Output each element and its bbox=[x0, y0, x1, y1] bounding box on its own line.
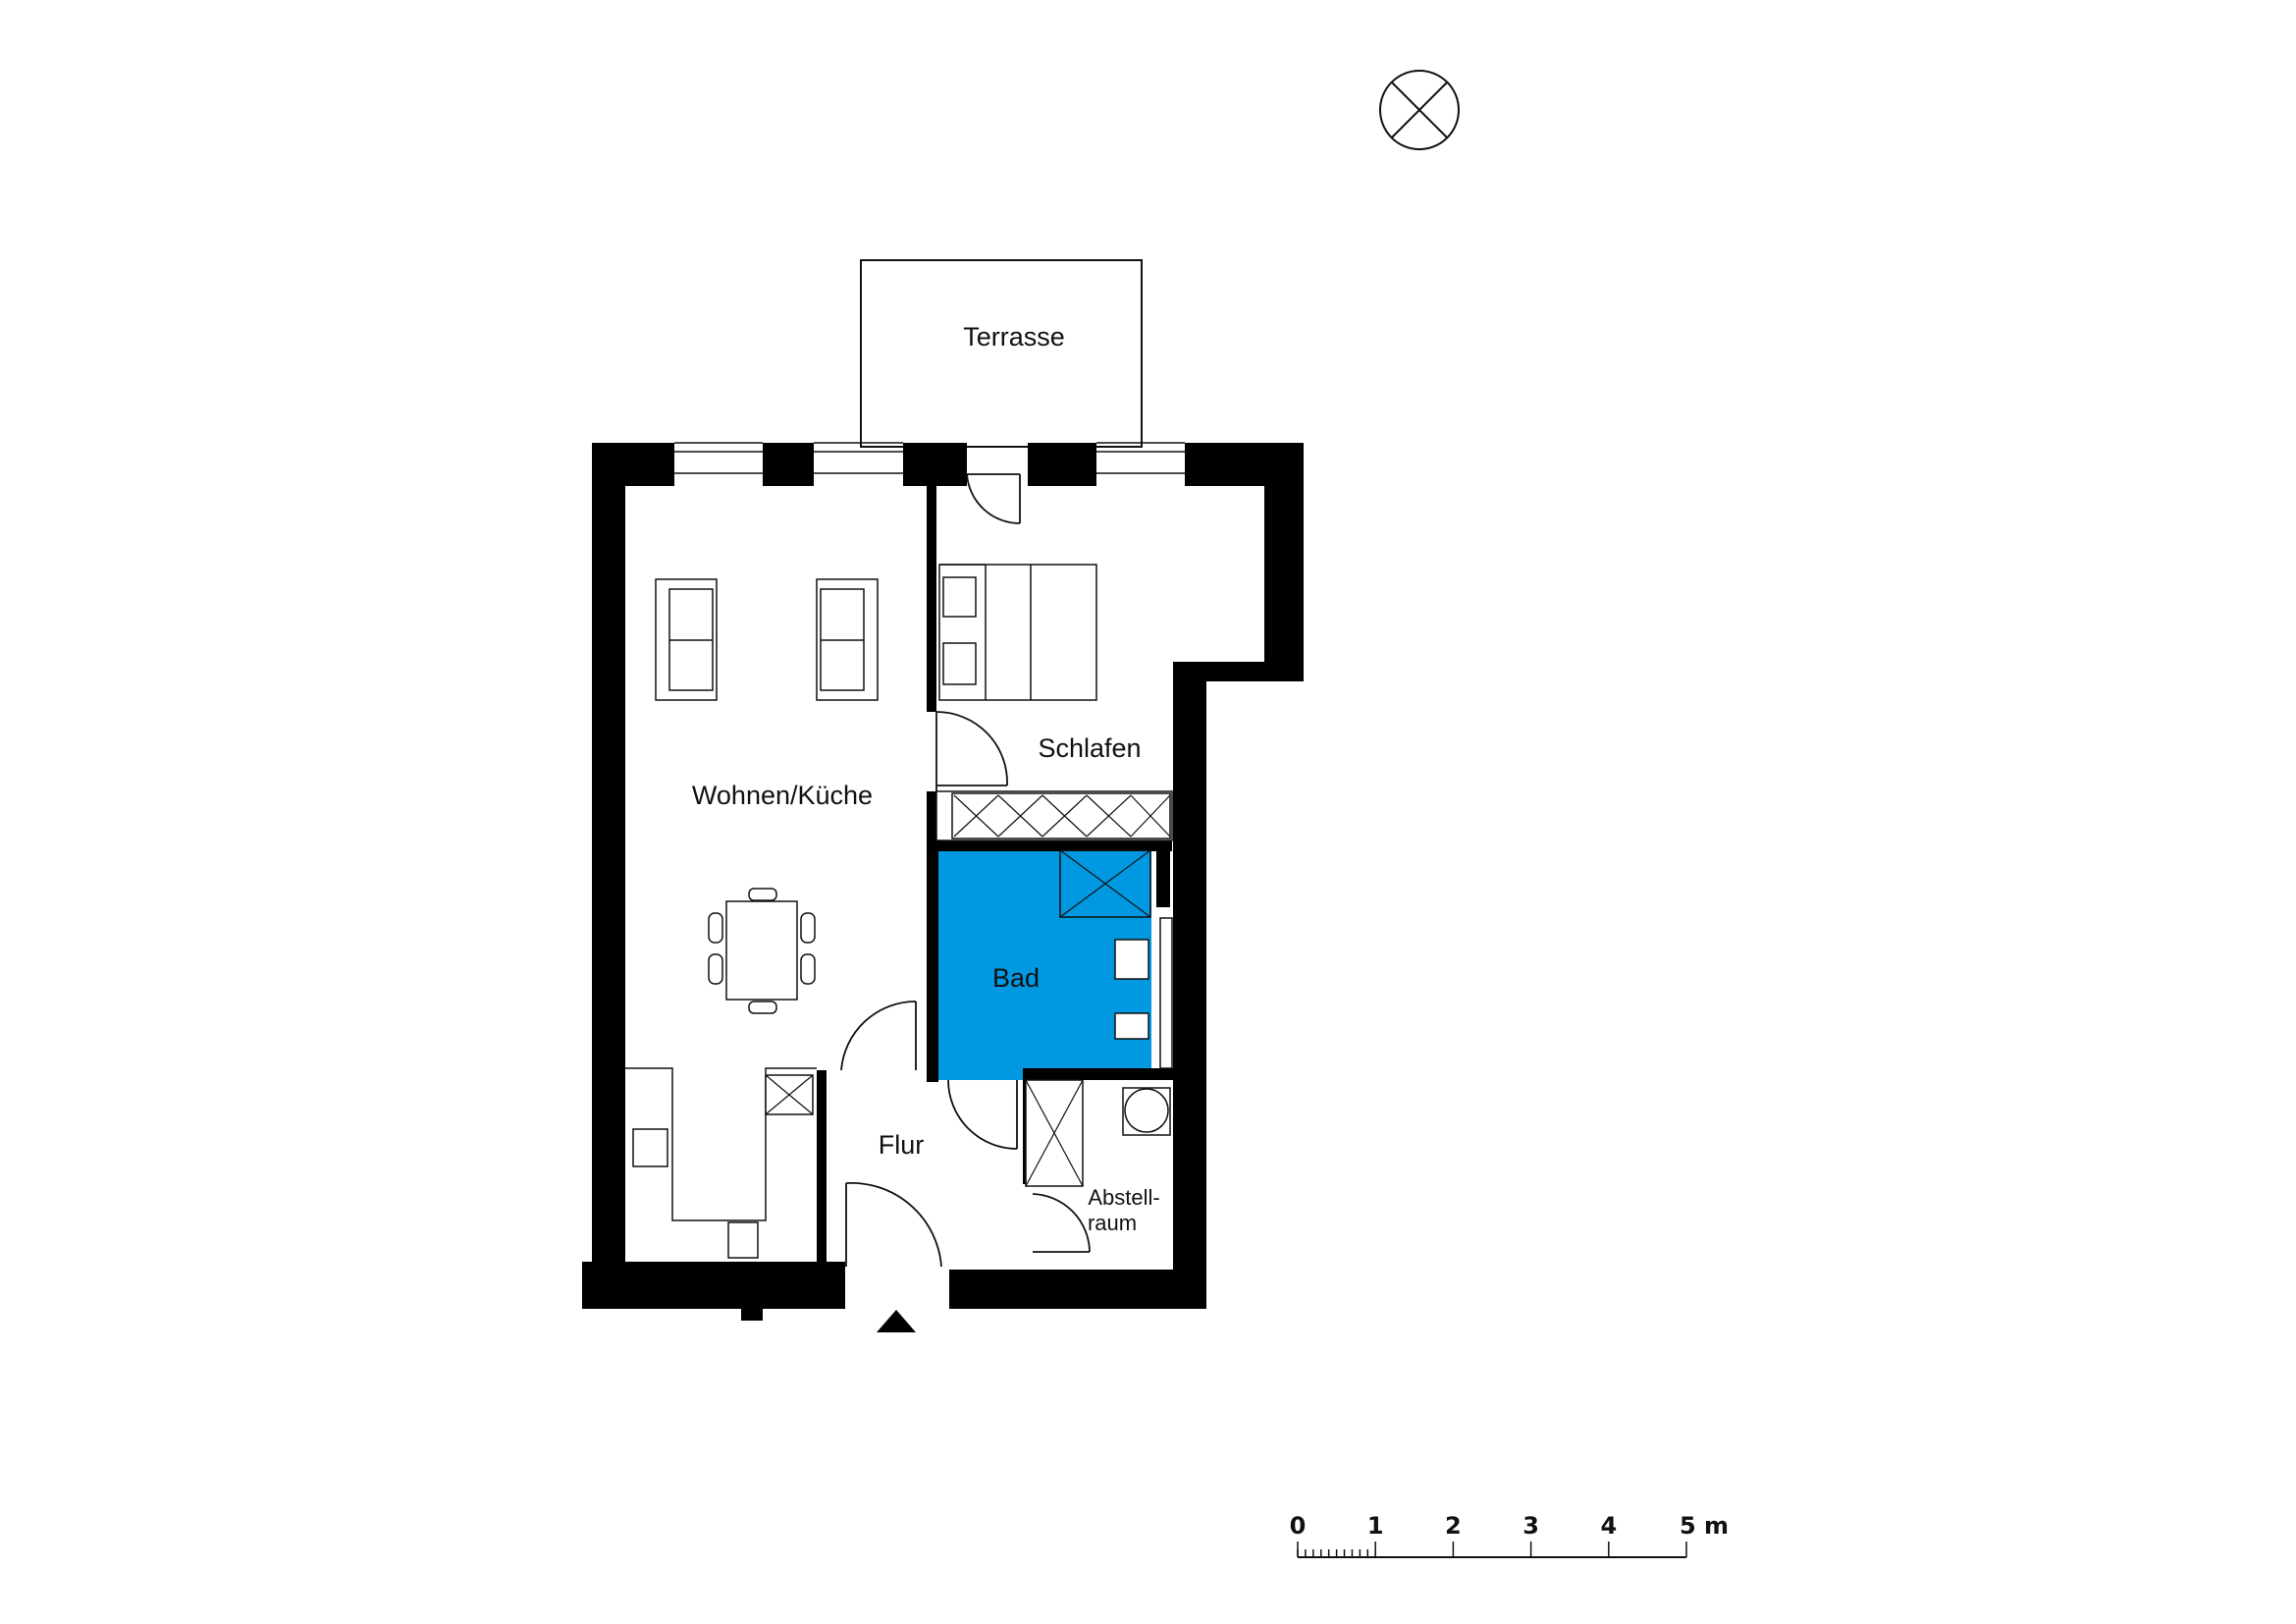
bedroom-label: Schlafen bbox=[1038, 733, 1141, 763]
storage-label-line2: raum bbox=[1088, 1211, 1137, 1235]
walls bbox=[582, 443, 1304, 1321]
scale-bar: 0 1 2 3 4 5 m bbox=[1290, 1512, 1729, 1558]
storage-label-line1: Abstell- bbox=[1088, 1185, 1159, 1210]
scale-tick-label: 3 bbox=[1522, 1512, 1539, 1540]
scale-tick-label: 0 bbox=[1290, 1512, 1307, 1540]
living-kitchen-label: Wohnen/Küche bbox=[692, 781, 873, 810]
furniture bbox=[625, 564, 1173, 1259]
doors bbox=[840, 473, 1091, 1268]
terrace-outline bbox=[860, 259, 1143, 448]
windows bbox=[674, 442, 1185, 474]
scale-tick-label: 4 bbox=[1600, 1512, 1617, 1540]
terrace-label: Terrasse bbox=[963, 322, 1065, 352]
hall-label: Flur bbox=[879, 1130, 925, 1160]
scale-tick-label: 2 bbox=[1445, 1512, 1462, 1540]
scale-tick-label: 5 m bbox=[1680, 1512, 1729, 1540]
dining-chairs bbox=[708, 888, 816, 1014]
north-arrow-icon bbox=[1379, 70, 1460, 150]
wardrobe-crosses bbox=[765, 794, 1171, 1187]
scale-tick-label: 1 bbox=[1367, 1512, 1384, 1540]
entrance-arrow-icon bbox=[877, 1310, 916, 1332]
bath-label: Bad bbox=[992, 963, 1040, 993]
